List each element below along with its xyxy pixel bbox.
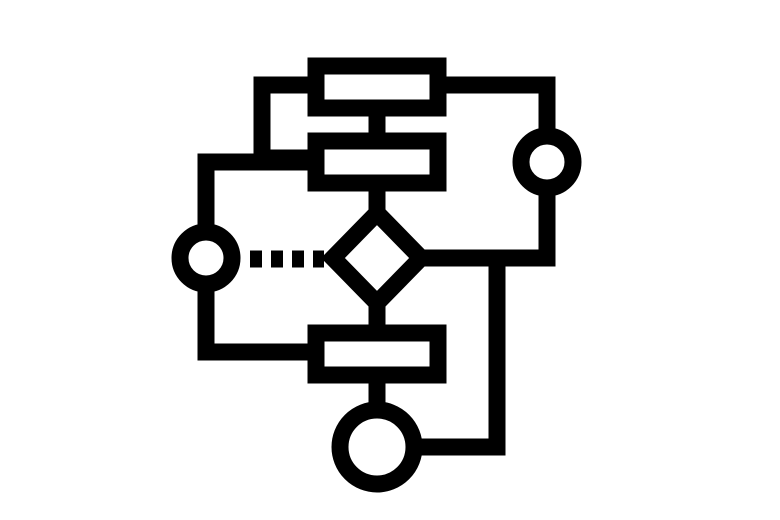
process-box-bottom — [307, 324, 447, 384]
process-box-second — [307, 132, 447, 192]
connector-right-circle-to-diamond — [420, 188, 556, 267]
connector-second-left — [197, 153, 316, 232]
connector-circle-left — [171, 223, 241, 293]
connector-left-circle-to-bottom-box — [197, 284, 316, 361]
connector-top-right — [438, 76, 556, 138]
process-box-top — [307, 57, 447, 117]
decision-diamond — [321, 200, 433, 316]
flowchart-shapes — [171, 57, 582, 493]
connector-right-to-bottom-circle — [412, 258, 506, 456]
connector-circle-right — [512, 127, 582, 197]
terminal-circle-bottom — [331, 401, 423, 493]
connector-lines — [197, 76, 556, 456]
